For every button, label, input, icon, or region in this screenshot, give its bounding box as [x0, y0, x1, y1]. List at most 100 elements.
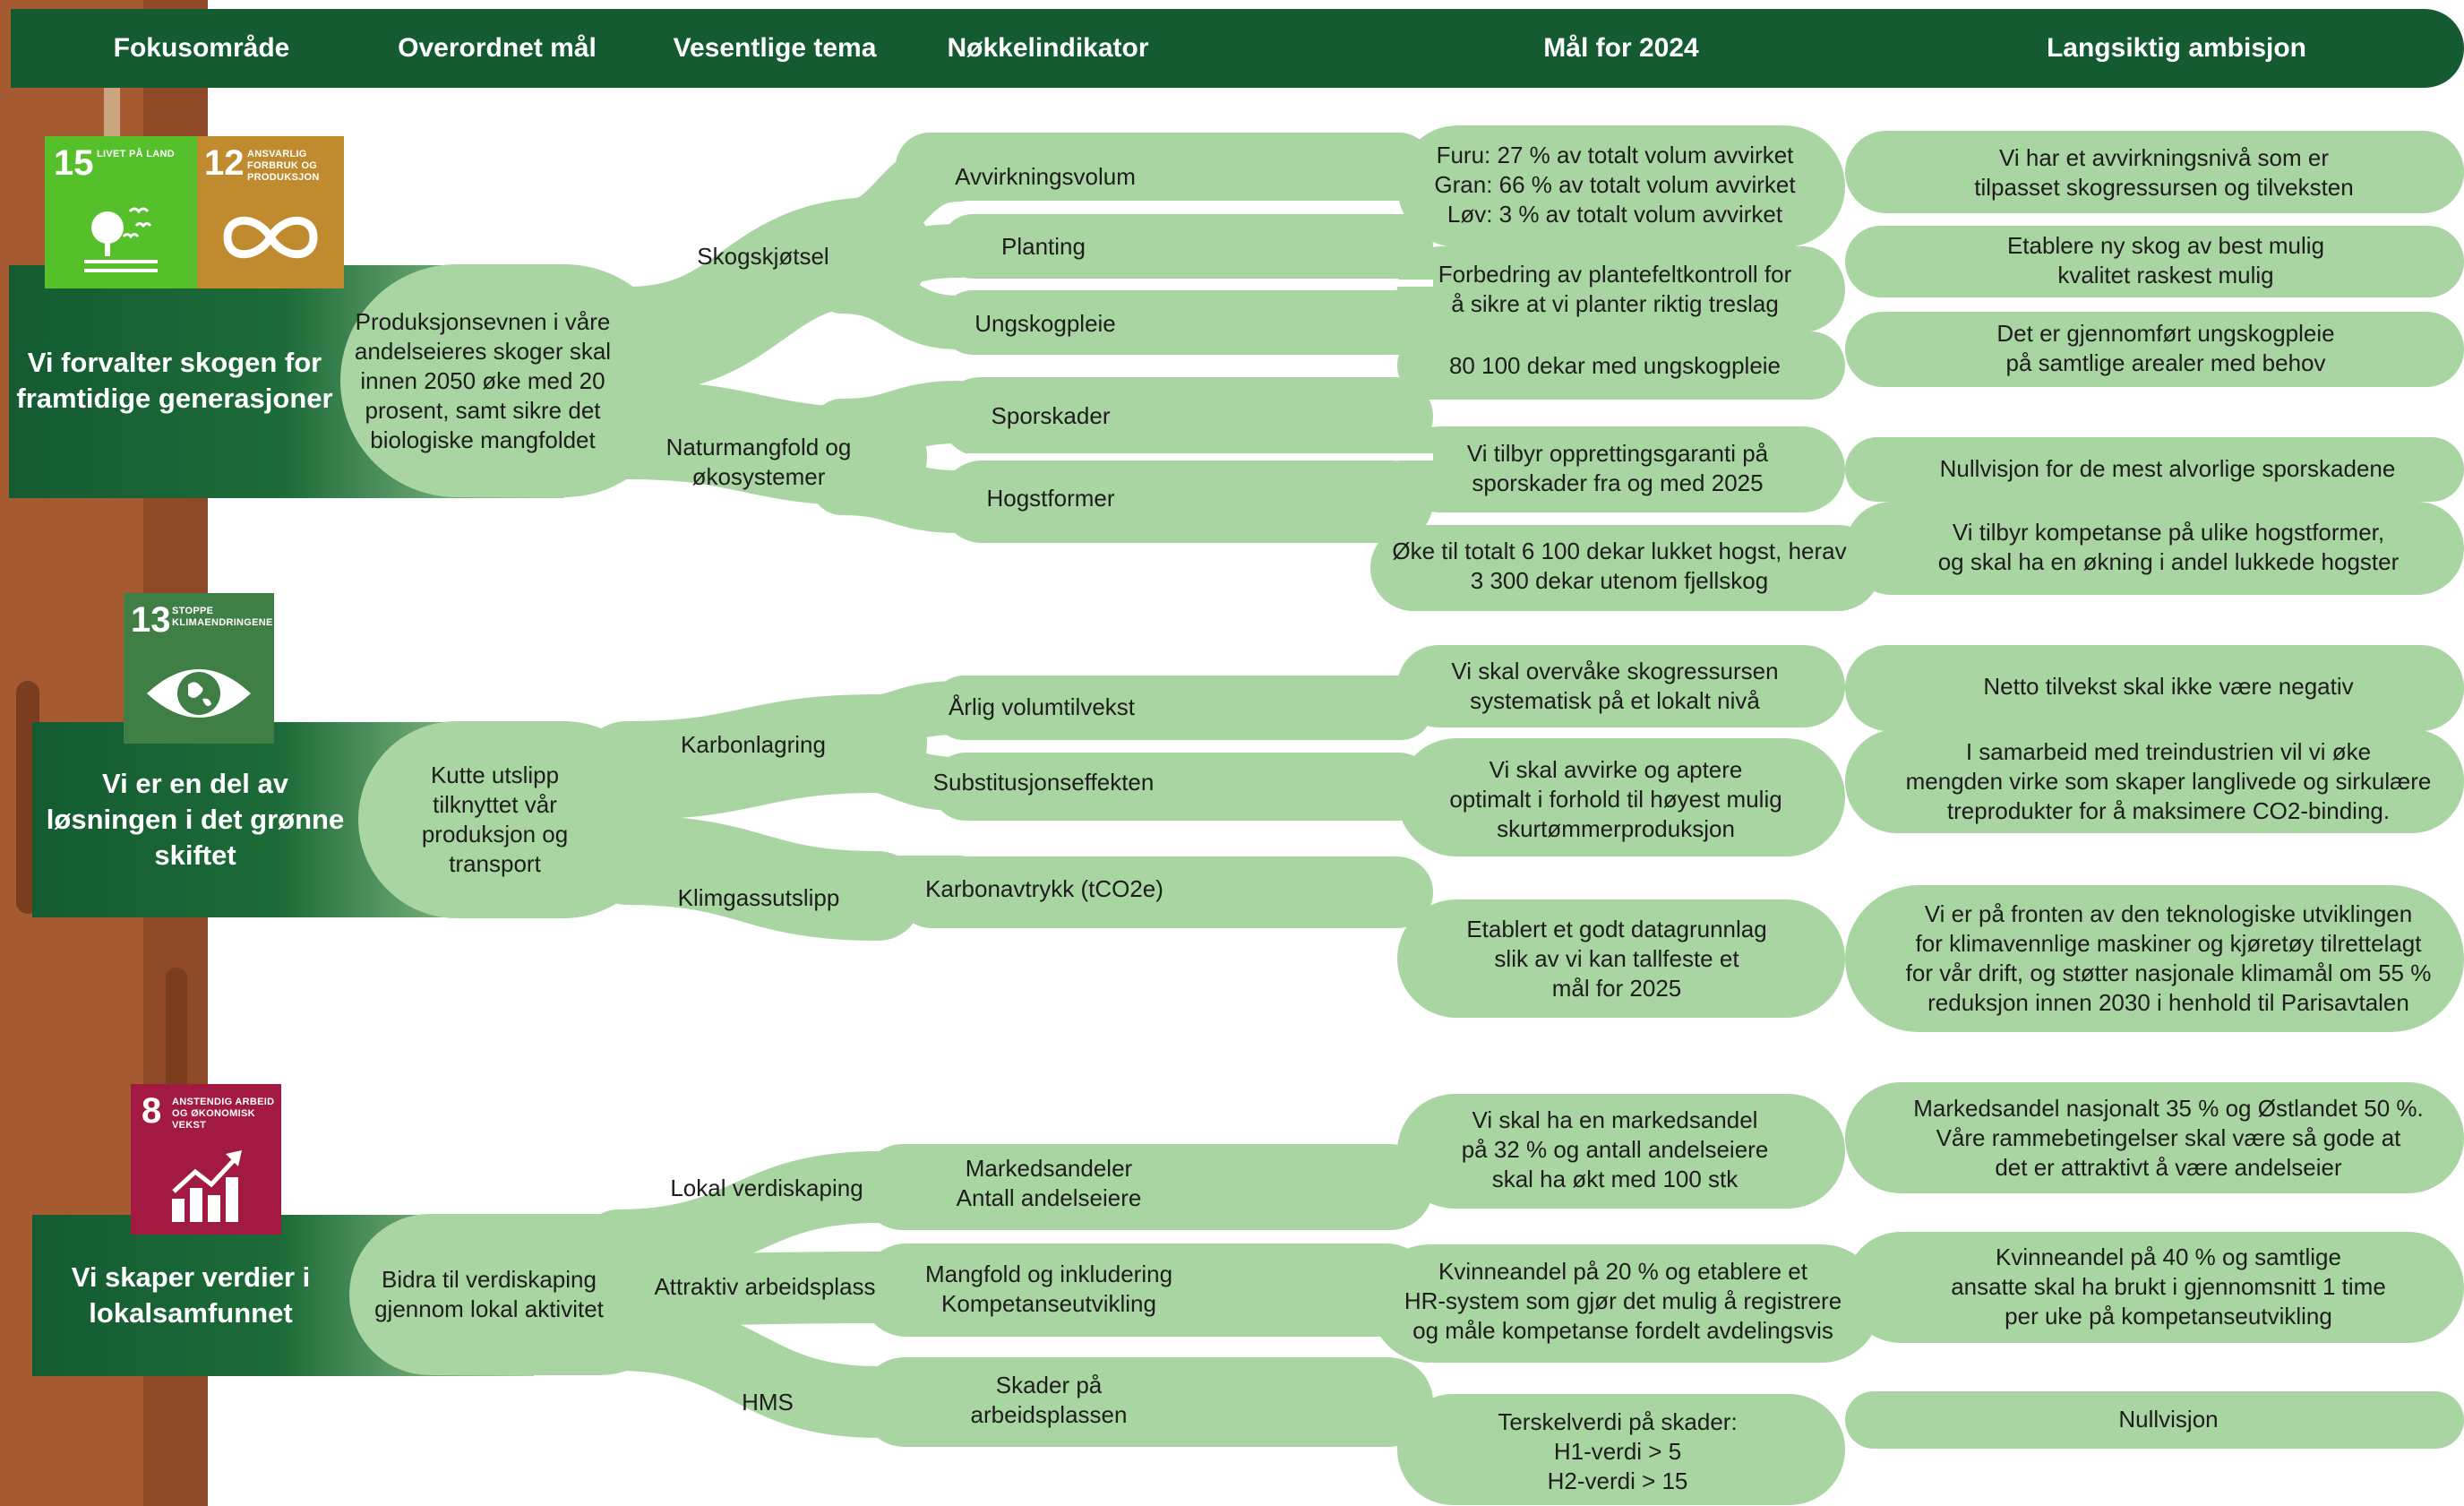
branch-spor-link: [811, 381, 990, 461]
tree-birds-icon: [84, 207, 158, 272]
stake: [104, 85, 120, 139]
ambition-markedsandeler: Markedsandel nasjonalt 35 % og Østlandet…: [1913, 1095, 2424, 1181]
target-band-ungskog: [1397, 331, 1845, 400]
target-mangfold: Kvinneandel på 20 % og etablere et HR-sy…: [1404, 1258, 1842, 1344]
theme-naturmangfold: Naturmangfold og økosystemer: [665, 434, 852, 490]
indicator-mangfold: Mangfold og inkludering Kompetanseutvikl…: [924, 1261, 1173, 1317]
sdg-15-title: LIVET PÅ LAND: [97, 149, 176, 159]
focus-area-3: Vi skaper verdier i lokalsamfunnet: [71, 1261, 311, 1329]
separator-1a: [940, 280, 1433, 287]
target-ungskogpleie: 80 100 dekar med ungskogpleie: [1448, 352, 1781, 379]
indicator-arlig-volumtilvekst: Årlig volumtilvekst: [948, 693, 1136, 720]
indicator-band-hogst: [940, 460, 1433, 543]
ambition-mangfold: Kvinneandel på 40 % og samtlige ansatte …: [1951, 1244, 2386, 1330]
target-band-avvirkning: [1397, 125, 1845, 247]
target-markedsandeler: Vi skal ha en markedsandel på 32 % og an…: [1461, 1106, 1769, 1192]
branch-lokal-verdiskaping: [582, 1151, 914, 1281]
target-band-mangfold: [1370, 1244, 1881, 1363]
ambition-planting: Etablere ny skog av best mulig kvalitet …: [2006, 232, 2325, 288]
target-band-hogst: [1370, 525, 1881, 611]
indicator-planting: Planting: [1001, 233, 1086, 260]
ambition-band-skader: [1845, 1391, 2464, 1449]
theme-skogskjotsel: Skogskjøtsel: [697, 243, 829, 270]
ambition-band-substitusjon: [1845, 729, 2464, 833]
target-band-skader: [1397, 1394, 1845, 1505]
goal-1: Produksjonsevnen i våre andelseieres sko…: [354, 307, 612, 453]
target-hogstformer: Øke til totalt 6 100 dekar lukket hogst,…: [1392, 538, 1847, 594]
sdg-8-number: 8: [142, 1091, 162, 1131]
target-planting: Forbedring av plantefeltkontroll for å s…: [1438, 261, 1792, 317]
indicator-avvirkningsvolum: Avvirkningsvolum: [955, 163, 1136, 190]
ambition-band-avvirkning: [1845, 131, 2464, 213]
ambition-band-karbon: [1845, 885, 2464, 1032]
sdg-13-tile: 13 STOPPE KLIMAENDRINGENE: [124, 593, 274, 744]
ambition-band-mangfold: [1845, 1232, 2464, 1343]
theme-attraktiv-arbeidsplass: Attraktiv arbeidsplass: [654, 1273, 876, 1300]
ambition-band-markedsandeler: [1845, 1082, 2464, 1193]
header-target: Mål for 2024: [1543, 33, 1699, 63]
ambition-hogstformer: Vi tilbyr kompetanse på ulike hogstforme…: [1937, 519, 2400, 575]
target-sporskader: Vi tilbyr opprettingsgaranti på sporskad…: [1466, 440, 1769, 496]
target-karbonavtrykk: Etablert et godt datagrunnlag slik av vi…: [1466, 916, 1767, 1002]
theme-karbonlagring: Karbonlagring: [681, 731, 826, 758]
target-band-markedsandeler: [1397, 1094, 1845, 1209]
ambition-band-planting: [1845, 226, 2464, 297]
ambition-band-volumtilvekst: [1845, 645, 2464, 731]
theme-lokal-verdiskaping: Lokal verdiskaping: [670, 1175, 863, 1201]
ambition-sporskader: Nullvisjon for de mest alvorlige sporska…: [1939, 455, 2396, 482]
indicator-band-volumtilvekst: [932, 676, 1433, 740]
infinity-icon: [223, 216, 318, 259]
indicator-skader: Skader på arbeidsplassen: [970, 1372, 1128, 1428]
sdg-13-title: STOPPE KLIMAENDRINGENE: [172, 606, 273, 628]
indicator-sporskader: Sporskader: [991, 402, 1111, 429]
header-theme: Vesentlige tema: [673, 33, 877, 63]
header-focus: Fokusområde: [113, 33, 290, 63]
target-band-substitusjon: [1397, 738, 1845, 856]
target-avvirkningsvolum: Furu: 27 % av totalt volum avvirket Gran…: [1434, 142, 1796, 228]
target-arlig-volumtilvekst: Vi skal overvåke skogressursen systemati…: [1451, 658, 1779, 714]
target-band-karbon: [1397, 899, 1845, 1018]
ambition-skader: Nullvisjon: [2118, 1406, 2219, 1433]
ambition-substitusjonseffekten: I samarbeid med treindustrien vil vi øke…: [1905, 738, 2432, 824]
focus-area-1: Vi forvalter skogen for framtidige gener…: [16, 347, 333, 414]
sdg-15-number: 15: [54, 143, 94, 183]
indicator-band-ungskog: [940, 290, 1433, 355]
header-ambition: Langsiktig ambisjon: [2046, 33, 2307, 63]
target-band-volumtilvekst: [1397, 645, 1845, 727]
indicator-band-markedsandeler: [860, 1144, 1433, 1230]
separator-1b: [940, 453, 1433, 460]
branch-ungskog-link: [815, 260, 985, 349]
sdg-8-tile: 8 ANSTENDIG ARBEID OG ØKONOMISK VEKST: [131, 1084, 281, 1235]
target-skader: Terskelverdi på skader: H1-verdi > 5 H2-…: [1498, 1408, 1738, 1494]
indicator-hogstformer: Hogstformer: [986, 485, 1115, 512]
indicator-band-avvirkning: [896, 133, 1433, 201]
ambition-band-spor: [1845, 437, 2464, 502]
indicator-band-spor: [940, 377, 1433, 456]
sdg-8-title: ANSTENDIG ARBEID OG ØKONOMISK VEKST: [172, 1097, 275, 1131]
sdg-12-tile: 12 ANSVARLIG FORBRUK OG PRODUKSJON: [197, 136, 344, 288]
sdg-15-tile: 15 LIVET PÅ LAND: [45, 136, 197, 288]
indicator-ungskogpleie: Ungskogpleie: [974, 310, 1116, 337]
goal-3: Bidra til verdiskaping gjennom lokal akt…: [374, 1266, 604, 1322]
ambition-band-ungskog: [1845, 312, 2464, 387]
theme-hms: HMS: [742, 1389, 794, 1416]
sdg-13-number: 13: [131, 600, 171, 640]
indicator-karbonavtrykk: Karbonavtrykk (tCO2e): [925, 875, 1163, 902]
indicator-band-karbon: [896, 856, 1433, 928]
ambition-avvirkningsvolum: Vi har et avvirkningsnivå som er tilpass…: [1974, 144, 2354, 201]
ambition-arlig-volumtilvekst: Netto tilvekst skal ikke være negativ: [1983, 673, 2354, 700]
focus-area-2: Vi er en del av løsningen i det grønne s…: [46, 768, 345, 871]
theme-klimgassutslipp: Klimgassutslipp: [677, 884, 840, 911]
branch-hms: [582, 1299, 914, 1438]
indicator-band-planting: [940, 214, 1433, 279]
ambition-band-hogst: [1845, 502, 2464, 595]
growth-chart-icon: [172, 1150, 242, 1222]
sdg-12-number: 12: [204, 143, 245, 183]
sdg-12-title: ANSVARLIG FORBRUK OG PRODUKSJON: [247, 149, 320, 183]
eye-globe-icon: [147, 669, 251, 718]
target-band-planting: [1397, 246, 1845, 332]
ambition-ungskogpleie: Det er gjennomført ungskogpleie på samtl…: [1996, 320, 2335, 376]
header-indicator: Nøkkelindikator: [947, 33, 1149, 63]
